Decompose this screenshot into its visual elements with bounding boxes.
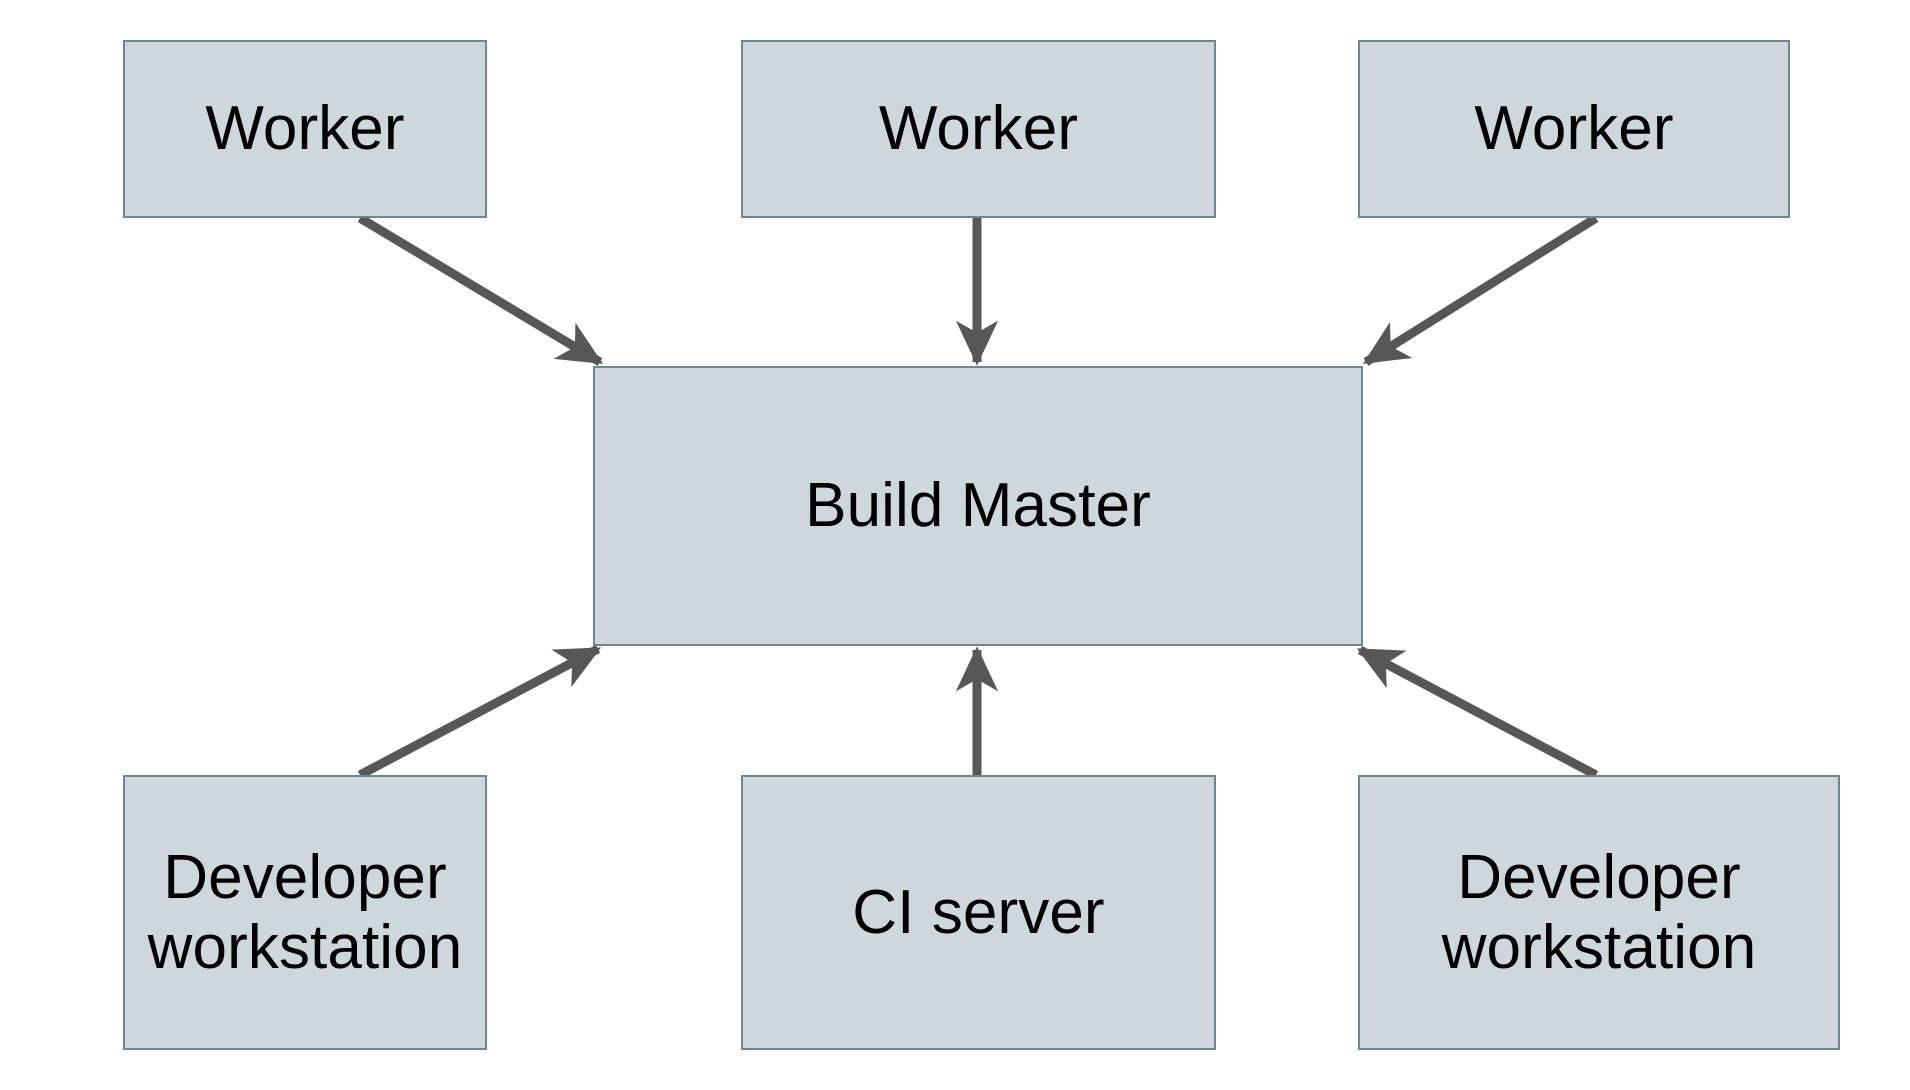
node-label: Worker bbox=[1474, 94, 1674, 164]
edge-dev-left-to-master bbox=[357, 645, 602, 779]
node-label: Worker bbox=[205, 94, 405, 164]
node-label: Build Master bbox=[805, 471, 1151, 541]
node-label: Developer workstation bbox=[147, 843, 463, 982]
node-developer-workstation-right[interactable]: Developer workstation bbox=[1358, 775, 1840, 1050]
node-label: CI server bbox=[852, 877, 1105, 947]
node-label: Developer workstation bbox=[1441, 843, 1757, 982]
node-worker-right[interactable]: Worker bbox=[1358, 40, 1790, 218]
node-build-master[interactable]: Build Master bbox=[593, 366, 1363, 646]
node-label: Worker bbox=[878, 94, 1079, 164]
edge-worker-right-to-master bbox=[1362, 214, 1599, 366]
node-worker-center[interactable]: Worker bbox=[741, 40, 1216, 218]
edge-dev-right-to-master bbox=[1356, 646, 1599, 779]
node-developer-workstation-left[interactable]: Developer workstation bbox=[123, 775, 487, 1050]
node-worker-left[interactable]: Worker bbox=[123, 40, 487, 218]
node-ci-server[interactable]: CI server bbox=[741, 775, 1216, 1050]
edge-worker-left-to-master bbox=[357, 214, 604, 366]
